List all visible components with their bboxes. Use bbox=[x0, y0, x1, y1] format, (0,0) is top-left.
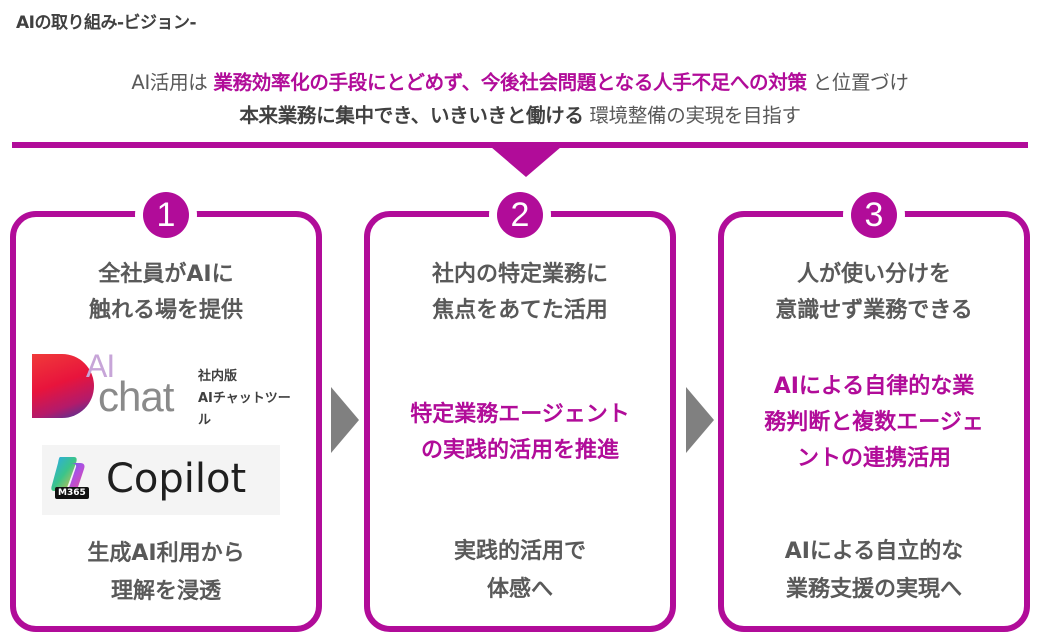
step-result: 実践的活用で 体感へ bbox=[370, 533, 670, 609]
step-card-2: 2 社内の特定業務に 焦点をあてた活用 特定業務エージェント の実践的活用を推進… bbox=[364, 192, 676, 632]
step-focus-line: 特定業務エージェント bbox=[410, 402, 630, 427]
step-result-line: 実践的活用で bbox=[453, 539, 586, 564]
aichat-logo-mark-icon bbox=[32, 354, 94, 418]
step-heading-line: 社内の特定業務に bbox=[431, 262, 608, 287]
step-result-line: 理解を浸透 bbox=[110, 579, 221, 604]
step-heading-line: 意識せず業務できる bbox=[775, 298, 973, 323]
step-heading: 人が使い分けを 意識せず業務できる bbox=[724, 257, 1024, 329]
step-heading-line: 触れる場を提供 bbox=[88, 298, 243, 323]
step-focus-line: ントの連携活用 bbox=[796, 446, 951, 471]
chevron-right-icon bbox=[686, 387, 714, 453]
step-heading-line: 全社員がAIに bbox=[98, 262, 234, 287]
divider-bar bbox=[12, 142, 1028, 148]
copilot-icon bbox=[51, 457, 85, 493]
step-focus-line: 務判断と複数エージェ bbox=[764, 410, 984, 435]
vision-bold: 本来業務に集中でき、いきいきと働ける bbox=[239, 104, 584, 127]
aichat-logo-ai: AI bbox=[86, 348, 115, 384]
aichat-caption-line: 社内版 bbox=[198, 369, 238, 384]
step-number-badge: 2 bbox=[497, 192, 543, 238]
step-heading: 全社員がAIに 触れる場を提供 bbox=[16, 257, 316, 329]
step-card-1: 1 全社員がAIに 触れる場を提供 AI chat 社内版 AIチャットツール bbox=[10, 192, 322, 632]
chevron-right-icon bbox=[331, 387, 359, 453]
step-result-line: AIによる自立的な bbox=[784, 539, 964, 564]
step-result: 生成AI利用から 理解を浸透 bbox=[16, 535, 316, 611]
down-arrow-icon bbox=[491, 147, 561, 177]
copilot-logo-word: Copilot bbox=[106, 456, 247, 502]
step-result: AIによる自立的な 業務支援の実現へ bbox=[724, 533, 1024, 609]
step-result-line: 業務支援の実現へ bbox=[785, 577, 962, 602]
step-heading-line: 焦点をあてた活用 bbox=[432, 298, 608, 323]
vision-highlight: 業務効率化の手段にとどめず、今後社会問題となる人手不足への対策 bbox=[213, 71, 807, 94]
step-heading-line: 人が使い分けを bbox=[796, 262, 951, 287]
vision-prefix: AI活用は bbox=[131, 71, 214, 94]
copilot-m365-badge: M365 bbox=[55, 487, 89, 499]
aichat-caption-line: AIチャットツール bbox=[198, 391, 291, 428]
step-heading: 社内の特定業務に 焦点をあてた活用 bbox=[370, 257, 670, 329]
vision-suffix: と位置づけ bbox=[806, 71, 909, 94]
aichat-logo: AI chat 社内版 AIチャットツール bbox=[32, 348, 302, 428]
step-number-badge: 1 bbox=[143, 192, 189, 238]
vision-statement-line-1: AI活用は 業務効率化の手段にとどめず、今後社会問題となる人手不足への対策 と位… bbox=[0, 66, 1040, 95]
copilot-logo: M365 Copilot bbox=[42, 445, 280, 515]
step-result-line: 生成AI利用から bbox=[87, 541, 245, 566]
step-focus-line: AIによる自律的な業 bbox=[773, 374, 975, 399]
step-result-line: 体感へ bbox=[486, 577, 553, 602]
step-card-3: 3 人が使い分けを 意識せず業務できる AIによる自律的な業 務判断と複数エージ… bbox=[718, 192, 1030, 632]
page-title: AIの取り組み-ビジョン- bbox=[16, 13, 197, 33]
aichat-logo-word: chat bbox=[98, 373, 174, 420]
step-focus: 特定業務エージェント の実践的活用を推進 bbox=[370, 397, 670, 469]
vision-suffix-2: 環境整備の実現を目指す bbox=[583, 104, 801, 127]
step-number-badge: 3 bbox=[851, 192, 897, 238]
aichat-caption: 社内版 AIチャットツール bbox=[198, 366, 302, 432]
vision-statement-line-2: 本来業務に集中でき、いきいきと働ける 環境整備の実現を目指す bbox=[0, 99, 1040, 128]
step-focus: AIによる自律的な業 務判断と複数エージェ ントの連携活用 bbox=[724, 369, 1024, 477]
step-focus-line: の実践的活用を推進 bbox=[420, 438, 619, 463]
